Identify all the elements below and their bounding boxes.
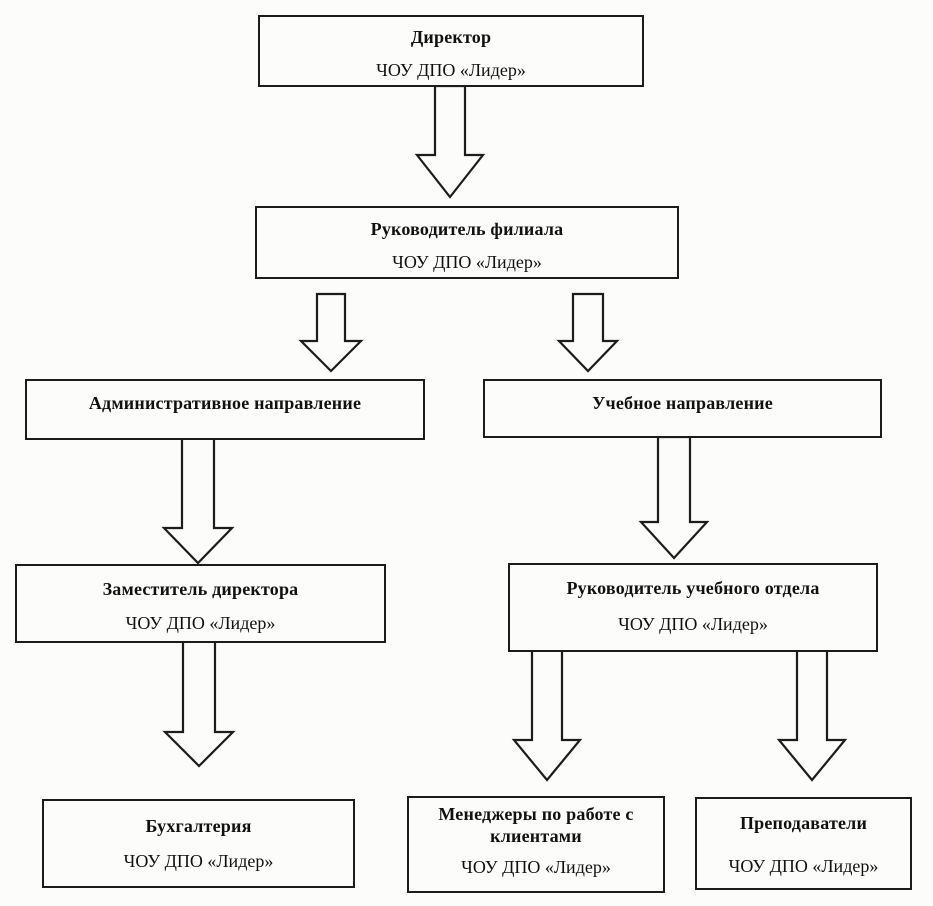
org-node-subtitle: ЧОУ ДПО «Лидер» [728, 856, 879, 876]
org-node-edu-direction: Учебное направление [483, 379, 882, 438]
org-node-client-managers: Менеджеры по работе с клиентами ЧОУ ДПО … [407, 796, 665, 893]
org-node-title: Преподаватели [739, 813, 868, 833]
org-node-subtitle: ЧОУ ДПО «Лидер» [618, 614, 768, 634]
arrow-edu-dept-head-to-teachers [776, 648, 848, 782]
org-node-subtitle: ЧОУ ДПО «Лидер» [392, 252, 542, 272]
org-node-title: Директор [410, 27, 492, 47]
org-node-title: Руководитель учебного отдела [566, 578, 820, 598]
org-node-title: Руководитель филиала [370, 219, 564, 239]
arrow-deputy-director-to-accounting [162, 639, 236, 768]
org-node-director: Директор ЧОУ ДПО «Лидер» [258, 15, 644, 87]
org-node-title: Бухгалтерия [145, 816, 252, 836]
org-node-admin-direction: Административное направление [25, 379, 425, 440]
org-node-title: Менеджеры по работе с клиентами [438, 804, 634, 846]
org-node-subtitle: ЧОУ ДПО «Лидер» [376, 60, 526, 80]
org-node-subtitle: ЧОУ ДПО «Лидер» [123, 851, 274, 871]
org-node-title: Учебное направление [592, 393, 773, 413]
arrow-edu-dept-head-to-client-managers [511, 648, 583, 782]
arrow-admin-direction-to-deputy-director [161, 436, 235, 565]
org-node-title: Заместитель директора [102, 579, 299, 599]
arrow-branch-head-to-admin-direction [298, 292, 364, 373]
org-node-branch-head: Руководитель филиала ЧОУ ДПО «Лидер» [255, 206, 679, 279]
arrow-director-to-branch-head [414, 84, 486, 199]
org-node-teachers: Преподаватели ЧОУ ДПО «Лидер» [695, 797, 912, 890]
org-node-deputy-director: Заместитель директора ЧОУ ДПО «Лидер» [15, 564, 386, 643]
org-node-title: Административное направление [88, 393, 362, 413]
arrow-branch-head-to-edu-direction [556, 292, 620, 373]
org-node-subtitle: ЧОУ ДПО «Лидер» [461, 857, 611, 877]
org-node-subtitle: ЧОУ ДПО «Лидер» [125, 613, 276, 633]
org-node-accounting: Бухгалтерия ЧОУ ДПО «Лидер» [42, 799, 355, 888]
arrow-edu-direction-to-edu-dept-head [638, 435, 710, 560]
org-node-edu-dept-head: Руководитель учебного отдела ЧОУ ДПО «Ли… [508, 563, 878, 652]
